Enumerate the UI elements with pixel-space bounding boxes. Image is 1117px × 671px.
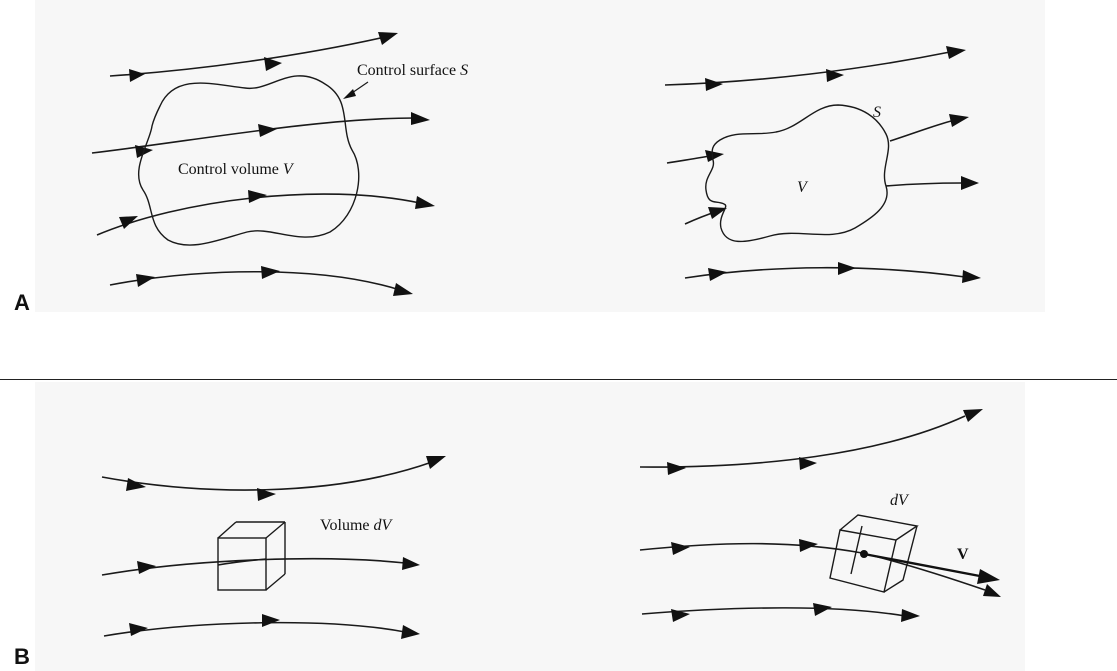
section-divider: [0, 379, 1117, 380]
arrowhead: [799, 457, 817, 470]
panel-a-right-diagram: S V: [664, 46, 981, 283]
volume-label: Volume dV: [320, 517, 393, 534]
arrowhead: [129, 69, 145, 82]
arrowhead: [962, 270, 981, 283]
streamline: [109, 270, 401, 291]
arrowhead: [708, 207, 727, 219]
arrowhead: [946, 46, 966, 59]
control-surface: [137, 75, 360, 246]
panel-b-right-diagram: dV V: [639, 409, 1001, 622]
control-surface-label: Control surface S: [357, 62, 468, 79]
volume-symbol: V: [797, 179, 809, 196]
panel-a-left-diagram: Control surface S Control volume V: [91, 32, 468, 296]
streamline: [639, 542, 986, 591]
streamline: [639, 415, 966, 468]
arrowhead: [963, 409, 983, 422]
arrowhead: [129, 623, 148, 636]
velocity-arrowhead: [977, 569, 1000, 584]
surface-symbol: S: [873, 104, 881, 121]
arrowhead: [705, 150, 724, 162]
arrowhead: [257, 488, 276, 501]
arrowhead: [261, 266, 280, 279]
volume-element-cube: [217, 521, 286, 591]
arrowhead: [137, 561, 156, 574]
arrowhead: [838, 262, 856, 275]
leader-arrowhead: [343, 89, 356, 99]
panel-b-left-diagram: Volume dV: [101, 456, 446, 639]
streamline: [103, 621, 406, 637]
volume-symbol: dV: [890, 492, 910, 509]
arrowhead: [799, 539, 818, 552]
panel-b-background: [35, 382, 1025, 671]
streamline: [109, 36, 386, 77]
streamline: [96, 193, 421, 236]
streamline: [684, 266, 966, 279]
arrowhead: [411, 112, 430, 125]
arrowhead: [671, 609, 690, 622]
arrowhead: [667, 462, 686, 475]
arrowhead: [401, 625, 420, 639]
arrowhead: [983, 584, 1001, 597]
velocity-symbol: V: [957, 546, 969, 563]
arrowhead: [961, 176, 979, 190]
arrowhead: [949, 114, 969, 127]
arrowhead: [119, 216, 138, 229]
arrowhead: [393, 283, 413, 296]
velocity-vector: [863, 552, 986, 579]
volume-element-cube: [829, 514, 919, 593]
streamline: [889, 119, 956, 142]
arrowhead: [262, 614, 280, 627]
arrowhead: [705, 78, 723, 91]
arrowhead: [415, 196, 435, 209]
control-surface: [705, 104, 890, 243]
streamline: [664, 51, 951, 86]
control-volume-label: Control volume V: [178, 161, 295, 178]
streamline: [91, 117, 416, 154]
arrowhead: [264, 57, 282, 71]
arrowhead: [136, 274, 155, 287]
arrowhead: [708, 268, 727, 281]
panel-a-background: [35, 0, 1045, 312]
panel-label-b: B: [14, 644, 30, 669]
streamline: [101, 461, 433, 491]
arrowhead: [378, 32, 398, 45]
arrowhead: [402, 557, 420, 570]
arrowhead: [126, 478, 146, 491]
streamline: [885, 182, 963, 187]
panel-label-a: A: [14, 290, 30, 315]
arrowhead: [426, 456, 446, 469]
arrowhead: [813, 603, 832, 616]
arrowhead: [901, 609, 920, 622]
arrowhead: [258, 124, 277, 137]
arrowhead: [248, 190, 267, 203]
arrowhead: [671, 542, 690, 555]
arrowhead: [826, 69, 844, 82]
